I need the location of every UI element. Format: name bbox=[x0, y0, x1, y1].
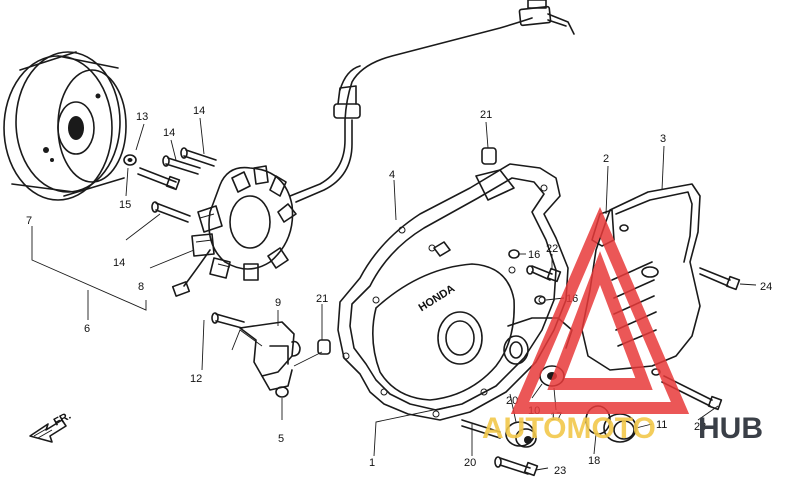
callout-16-upper: 16 bbox=[528, 249, 540, 261]
callout-7: 7 bbox=[26, 215, 32, 227]
callout-4: 4 bbox=[389, 169, 395, 181]
callout-13: 13 bbox=[136, 111, 148, 123]
callout-2: 2 bbox=[603, 153, 609, 165]
callout-1: 1 bbox=[369, 457, 375, 469]
watermark-triangle-icon bbox=[510, 206, 690, 414]
flywheel bbox=[3, 51, 127, 201]
callout-3: 3 bbox=[660, 133, 666, 145]
pulse-generator bbox=[239, 321, 301, 398]
cover-logo: HONDA bbox=[417, 283, 458, 315]
leader-lines bbox=[31, 117, 757, 471]
callout-8: 8 bbox=[138, 281, 144, 293]
stator bbox=[171, 165, 297, 297]
bolt-21-upper bbox=[526, 265, 562, 283]
bolt-13-and-washer-15 bbox=[123, 154, 181, 191]
callout-11: 11 bbox=[656, 419, 667, 431]
callout-19: 20 bbox=[506, 395, 518, 407]
callout-12: 12 bbox=[190, 373, 202, 385]
callout-14-upper-right: 14 bbox=[193, 105, 205, 117]
bolt-21-lower bbox=[494, 456, 539, 477]
watermark-text-automoto: AUTOMOTO bbox=[482, 412, 656, 445]
washer-16-upper bbox=[508, 249, 520, 259]
oil-seal-19 bbox=[505, 421, 537, 448]
bolt-14-upper-pair bbox=[162, 147, 217, 175]
callout-20-top: 21 bbox=[480, 109, 492, 121]
bolt-24 bbox=[699, 267, 741, 291]
washer-16-lower bbox=[534, 295, 546, 305]
callout-18: 18 bbox=[588, 455, 600, 467]
bolt-14-lower bbox=[151, 201, 191, 223]
callout-21-lower: 23 bbox=[554, 465, 566, 477]
front-direction-label: FR. bbox=[52, 410, 73, 429]
callout-numbers: 7 6 13 14 14 15 14 8 9 12 5 21 21 4 1 16… bbox=[26, 105, 772, 477]
callout-5: 5 bbox=[278, 433, 284, 445]
wiring-harness bbox=[289, 0, 575, 203]
dowel-20-top bbox=[481, 147, 497, 165]
callout-14-lower: 14 bbox=[113, 257, 125, 269]
bolt-12 bbox=[211, 312, 245, 329]
stud-22 bbox=[461, 419, 501, 439]
front-direction-indicator: FR. bbox=[29, 410, 73, 443]
callout-9: 9 bbox=[275, 297, 281, 309]
callout-15: 15 bbox=[119, 199, 131, 211]
callout-20-left: 21 bbox=[316, 293, 328, 305]
callout-23: 23 bbox=[694, 421, 706, 433]
callout-22: 20 bbox=[464, 457, 476, 469]
callout-21-upper: 22 bbox=[546, 243, 558, 255]
callout-24: 24 bbox=[760, 281, 772, 293]
callout-6: 6 bbox=[84, 323, 90, 335]
watermark: AUTOMOTO HUB bbox=[482, 206, 763, 445]
watermark-text-hub: HUB bbox=[698, 412, 763, 445]
dowel-20-left bbox=[317, 339, 331, 355]
callout-14-upper-left: 14 bbox=[163, 127, 175, 139]
